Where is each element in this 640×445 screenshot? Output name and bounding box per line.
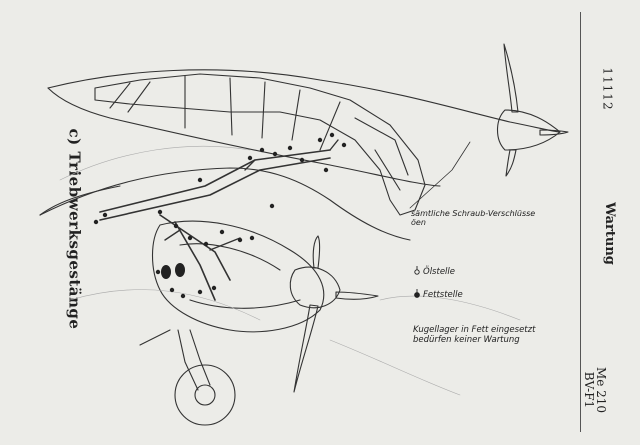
canopy [94, 73, 426, 216]
callout-leader [409, 141, 471, 209]
lower-prop-blade-3 [293, 304, 319, 393]
callout-line2: öen [411, 218, 426, 227]
lower-spinner [289, 266, 341, 309]
bearing-note-line2: bedürfen keiner Wartung [413, 335, 520, 345]
upper-prop-blade-2 [539, 129, 569, 136]
control-linkage [99, 149, 331, 301]
bearing-note: Kugellager in Fett eingesetzt bedürfen k… [413, 325, 535, 345]
upper-prop-blade-3 [505, 149, 517, 177]
landing-wheel [174, 364, 236, 426]
lubrication-points [93, 132, 347, 299]
bearing-note-line1: Kugellager in Fett eingesetzt [413, 325, 536, 335]
callout-line1: sämtliche Schraub-Verschlüsse [411, 209, 536, 218]
upper-prop-blade-1 [503, 43, 519, 113]
oil-point-symbol [414, 269, 420, 275]
callout-screw-caps: sämtliche Schraub-Verschlüsse öen [411, 209, 535, 227]
legend-oil-point: Ölstelle [423, 267, 455, 277]
landing-gear-strut [177, 329, 211, 391]
legend-grease-point: Fettstelle [423, 290, 463, 300]
wing-leading-edge [39, 167, 411, 241]
engine-nacelle [152, 220, 325, 333]
header-rule [580, 12, 581, 432]
spinner-upper [496, 109, 561, 151]
lower-prop-blade-1 [312, 235, 321, 269]
lower-prop-blade-2 [335, 291, 379, 300]
fuselage-outline [47, 69, 561, 133]
grease-point-symbol [414, 292, 420, 298]
